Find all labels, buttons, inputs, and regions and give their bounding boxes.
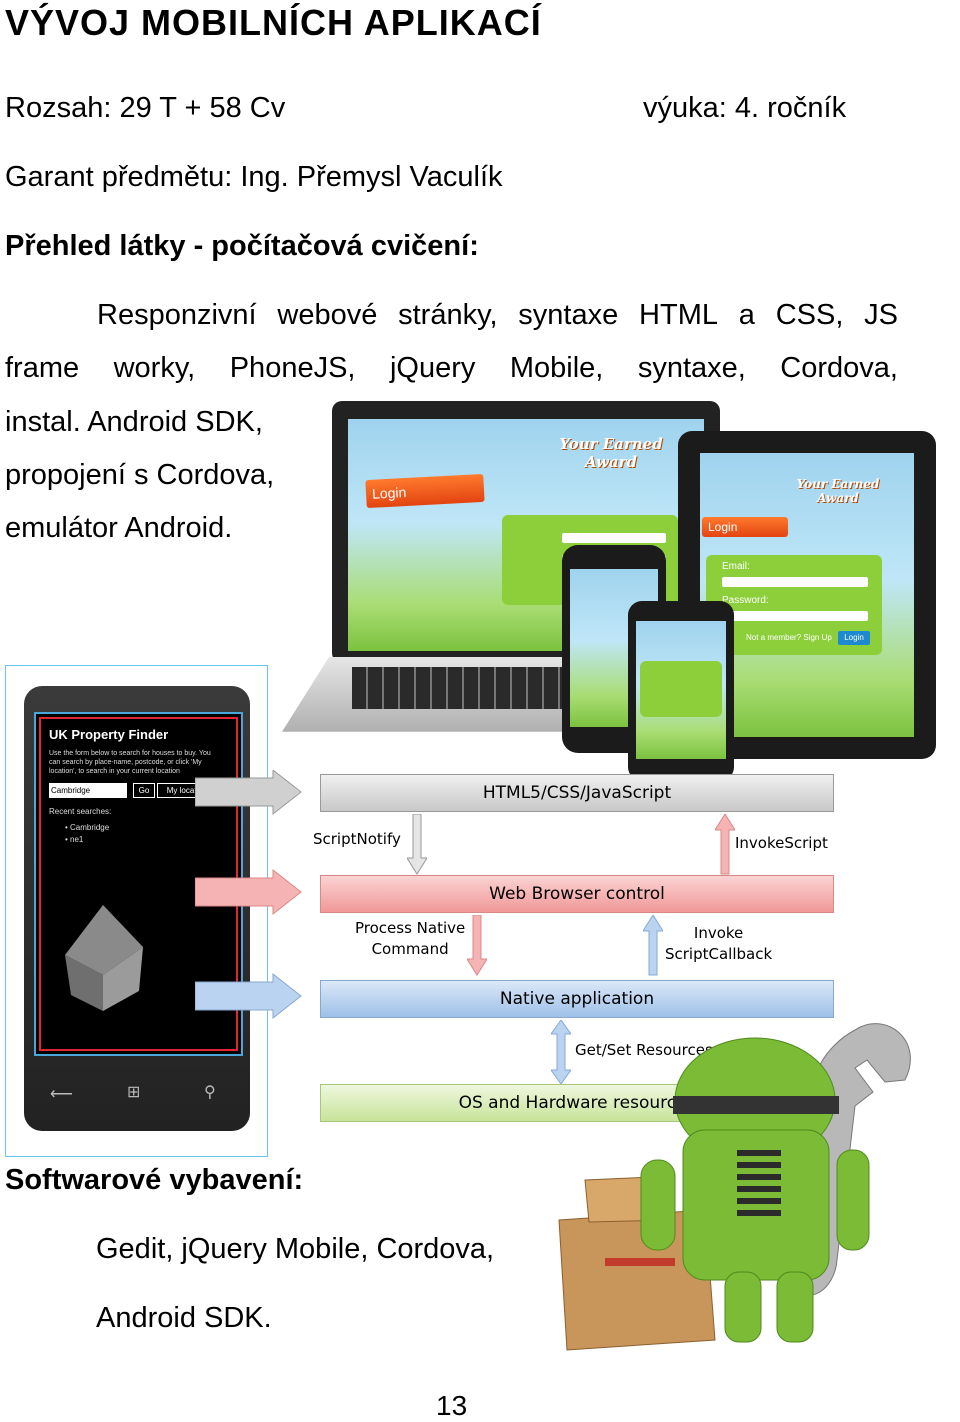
overview-line-5: emulátor Android. bbox=[5, 512, 233, 544]
windows-phone-illustration: UK Property Finder Use the form below to… bbox=[5, 665, 268, 1157]
app-title: UK Property Finder bbox=[49, 727, 169, 742]
app-description: Use the form below to search for houses … bbox=[49, 750, 211, 775]
overview-heading: Přehled látky - počítačová cvičení: bbox=[5, 230, 479, 262]
house-3d-icon bbox=[65, 905, 143, 1011]
course-guarantor: Garant předmětu: Ing. Přemysl Vaculík bbox=[5, 161, 503, 193]
page-number: 13 bbox=[436, 1390, 468, 1421]
signup-text: Not a member? Sign Up bbox=[746, 633, 832, 642]
arrow-up-icon bbox=[643, 915, 663, 976]
software-line-2: Android SDK. bbox=[96, 1302, 272, 1334]
overview-line-3: instal. Android SDK, bbox=[5, 406, 263, 438]
recent-item[interactable]: • Cambridge bbox=[65, 823, 110, 832]
tablet-login-button: Login bbox=[838, 631, 870, 645]
course-scope: Rozsah: 29 T + 58 Cv bbox=[5, 92, 286, 124]
overview-line-1: Responzivní webové stránky, syntaxe HTML… bbox=[5, 299, 898, 332]
back-icon[interactable]: ⟵ bbox=[50, 1086, 73, 1103]
word: frame bbox=[5, 352, 80, 384]
label-invoke-script-callback: Invoke ScriptCallback bbox=[665, 924, 773, 963]
overview-line-2: frame worky, PhoneJS, jQuery Mobile, syn… bbox=[5, 352, 898, 385]
word: Responzivní bbox=[97, 299, 257, 331]
page-title: VÝVOJ MOBILNÍCH APLIKACÍ bbox=[5, 2, 542, 43]
overview-line-4: propojení s Cordova, bbox=[5, 459, 275, 491]
software-line-1: Gedit, jQuery Mobile, Cordova, bbox=[96, 1233, 495, 1265]
word: a bbox=[738, 299, 755, 331]
layer-web-browser-control: Web Browser control bbox=[320, 875, 834, 913]
layer-html-css-js: HTML5/CSS/JavaScript bbox=[320, 774, 834, 812]
label-get-set-resources: Get/Set Resources bbox=[575, 1041, 713, 1059]
recent-searches-label: Recent searches: bbox=[49, 807, 112, 816]
tablet-login-sign: Login bbox=[702, 517, 788, 537]
windows-phone-body: UK Property Finder Use the form below to… bbox=[24, 686, 250, 1131]
software-heading: Softwarové vybavení: bbox=[5, 1164, 304, 1196]
word: PhoneJS, bbox=[229, 352, 356, 384]
word: Mobile, bbox=[509, 352, 604, 384]
search-input[interactable]: Cambridge bbox=[49, 783, 127, 798]
tablet-logo: Your Earned Award bbox=[796, 477, 880, 505]
tablet-frame: Login Your Earned Award Email: Password:… bbox=[678, 431, 936, 759]
android-robot-illustration bbox=[558, 1023, 911, 1351]
word: stránky, bbox=[398, 299, 498, 331]
tablet-login-form: Email: Password: Not a member? Sign Up L… bbox=[706, 555, 882, 655]
label-script-notify: ScriptNotify bbox=[313, 830, 401, 848]
word: HTML bbox=[639, 299, 718, 331]
label-process-native-command: Process Native Command bbox=[355, 919, 466, 958]
phone-front bbox=[628, 601, 734, 781]
word: webové bbox=[277, 299, 378, 331]
laptop-logo: Your Earned Award bbox=[559, 435, 663, 471]
label-invoke-script: InvokeScript bbox=[735, 834, 828, 852]
word: syntaxe bbox=[518, 299, 619, 331]
architecture-diagram: HTML5/CSS/JavaScript ScriptNotify Invoke… bbox=[195, 770, 845, 1130]
word: CSS, bbox=[775, 299, 844, 331]
arrow-down-icon bbox=[467, 915, 487, 976]
layer-native-application: Native application bbox=[320, 980, 834, 1018]
devices-illustration: Login Your Earned Award Login Your Earne… bbox=[280, 395, 955, 785]
side-arrows bbox=[195, 770, 302, 1020]
android-robot-icon bbox=[640, 1037, 870, 1343]
windows-icon[interactable]: ⊞ bbox=[127, 1084, 141, 1101]
word: syntaxe, bbox=[637, 352, 746, 384]
arrow-down-icon bbox=[407, 814, 427, 875]
word: worky, bbox=[113, 352, 196, 384]
word: jQuery bbox=[389, 352, 476, 384]
password-label: Password: bbox=[722, 595, 769, 606]
go-button[interactable]: Go bbox=[133, 783, 155, 798]
word: Cordova, bbox=[780, 352, 898, 384]
arrow-up-icon bbox=[715, 814, 735, 875]
toolbox-icon bbox=[558, 1175, 716, 1351]
recent-item[interactable]: • ne1 bbox=[65, 835, 84, 844]
word: JS bbox=[864, 299, 898, 331]
course-year: výuka: 4. ročník bbox=[643, 92, 847, 124]
search-icon[interactable]: ⚲ bbox=[204, 1084, 216, 1101]
email-label: Email: bbox=[722, 561, 750, 572]
